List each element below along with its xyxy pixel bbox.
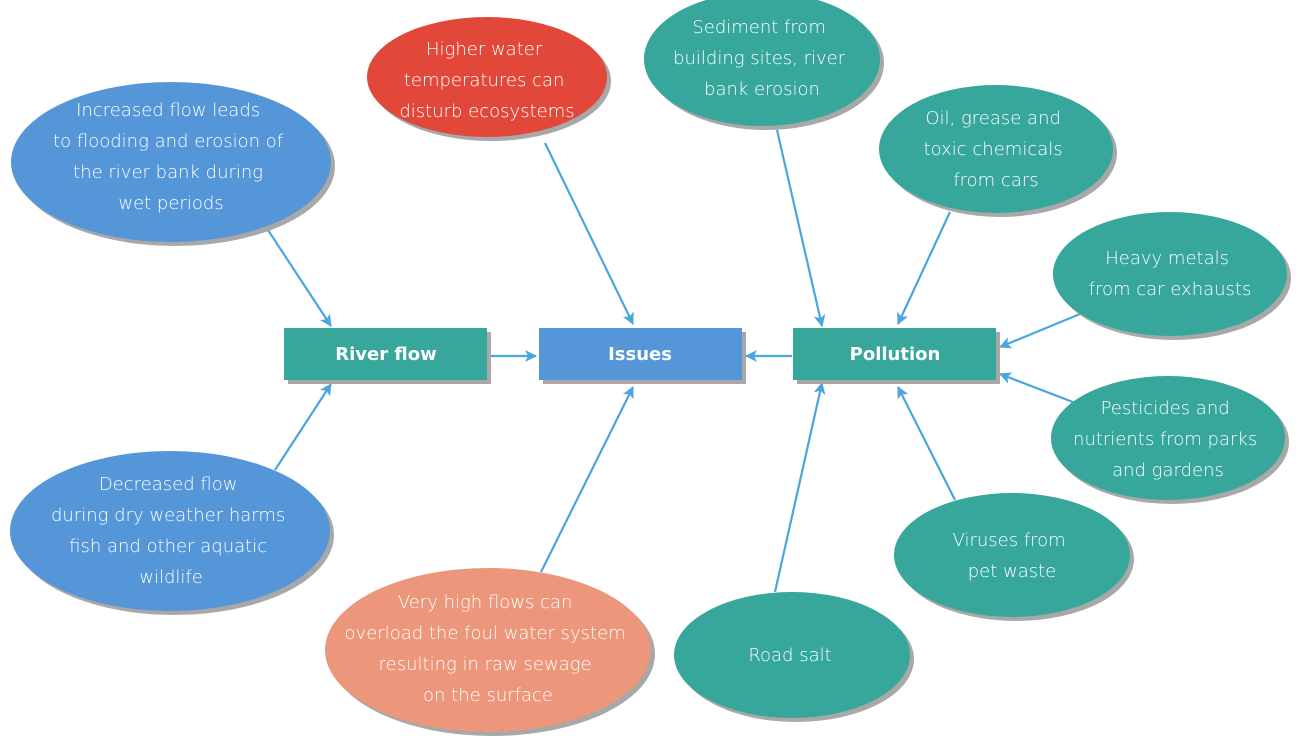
bubble-heavy-metals: Heavy metals from car exhausts (1053, 212, 1291, 340)
bubble-viruses-text: Viruses from pet waste (953, 530, 1072, 582)
bubble-high-flows-sewage-line-2: overload the foul water system (345, 623, 626, 644)
bubble-heavy-metals-text: Heavy metals from car exhausts (1089, 248, 1252, 300)
bubble-sediment-line-1: Sediment from (692, 17, 826, 38)
arrow-road-salt-to-pollution (773, 382, 826, 593)
bubble-viruses-shape (894, 493, 1130, 617)
bubble-heavy-metals-shape (1053, 212, 1287, 336)
bubble-road-salt: Road salt (674, 592, 914, 722)
arrow-increased-flow-to-river-flow (267, 229, 332, 327)
bubble-decreased-flow-line-1: Decreased flow (99, 474, 238, 495)
bubble-high-flows-sewage-line-4: on the surface (423, 685, 553, 706)
bubble-sediment-line-3: bank erosion (704, 79, 820, 100)
arrow-heavy-metals-to-pollution (999, 312, 1081, 349)
bubble-decreased-flow: Decreased flow during dry weather harms … (10, 451, 334, 615)
bubble-road-salt-line-1: Road salt (748, 645, 831, 666)
bubble-higher-temp-text: Higher water temperatures can disturb ec… (399, 39, 574, 122)
box-pollution-label: Pollution (850, 344, 941, 365)
bubble-higher-temp-line-3: disturb ecosystems (399, 101, 574, 122)
box-pollution: Pollution (793, 328, 1000, 384)
bubble-road-salt-shape (674, 592, 910, 718)
bubble-higher-temp-line-1: Higher water (426, 39, 543, 60)
bubble-heavy-metals-line-2: from car exhausts (1089, 279, 1252, 300)
bubble-higher-temp-line-2: temperatures can (404, 70, 565, 91)
box-issues-rect (539, 328, 742, 380)
bubble-decreased-flow-line-4: wildlife (139, 567, 203, 588)
bubble-oil-grease-shape (879, 85, 1113, 213)
arrow-higher-temp-to-issues (544, 142, 634, 325)
bubble-sediment: Sediment from building sites, river bank… (644, 0, 884, 130)
bubble-pesticides-line-3: and gardens (1112, 460, 1224, 481)
bubble-high-flows-sewage-shape (325, 568, 651, 732)
bubble-viruses-line-1: Viruses from (953, 530, 1066, 551)
box-river-flow-label: River flow (335, 344, 436, 365)
bubble-sediment-shape (644, 0, 880, 126)
bubble-viruses: Viruses from pet waste (894, 493, 1134, 621)
box-pollution-rect (793, 328, 996, 380)
bubble-higher-temp-shape (367, 17, 607, 137)
bubble-decreased-flow-line-3: fish and other aquatic (69, 536, 267, 557)
bubble-pesticides-line-2: nutrients from parks (1073, 429, 1257, 450)
bubble-sediment-line-2: building sites, river (673, 48, 846, 69)
arrow-sewage-to-issues (540, 386, 634, 573)
box-issues-label: Issues (608, 344, 672, 365)
box-river-flow-rect (284, 328, 487, 380)
arrow-viruses-to-pollution (897, 386, 956, 501)
bubble-oil-grease-line-2: toxic chemicals (924, 139, 1063, 160)
bubble-oil-grease-line-1: Oil, grease and (925, 108, 1061, 129)
bubble-increased-flow-line-2: to flooding and erosion of (53, 131, 284, 152)
box-river-flow: River flow (284, 328, 491, 384)
bubble-pesticides-shape (1051, 376, 1285, 500)
bubble-pesticides-line-1: Pesticides and (1101, 398, 1230, 419)
bubble-oil-grease-line-3: from cars (953, 170, 1038, 191)
bubble-increased-flow-line-3: the river bank during (73, 162, 263, 183)
bubble-increased-flow: Increased flow leads to flooding and ero… (11, 82, 335, 246)
arrows (267, 129, 1081, 593)
bubble-pesticides-text: Pesticides and nutrients from parks and … (1073, 398, 1263, 481)
bubble-high-flows-sewage-line-3: resulting in raw sewage (379, 654, 592, 675)
bubble-decreased-flow-text: Decreased flow during dry weather harms … (51, 474, 291, 588)
bubble-decreased-flow-line-2: during dry weather harms (51, 505, 285, 526)
bubble-increased-flow-shape (11, 82, 331, 242)
bubble-high-flows-sewage: Very high flows can overload the foul wa… (325, 568, 655, 736)
arrow-pesticides-to-pollution (999, 372, 1079, 406)
bubble-oil-grease-text: Oil, grease and toxic chemicals from car… (924, 108, 1069, 191)
bubble-higher-temp: Higher water temperatures can disturb ec… (367, 17, 611, 141)
bubble-road-salt-text: Road salt (748, 645, 831, 666)
arrow-oil-to-pollution (897, 211, 951, 325)
bubble-viruses-line-2: pet waste (968, 561, 1057, 582)
arrow-decreased-flow-to-river-flow (274, 383, 332, 471)
bubble-high-flows-sewage-line-1: Very high flows can (398, 592, 573, 613)
bubble-high-flows-sewage-text: Very high flows can overload the foul wa… (345, 592, 632, 706)
bubble-increased-flow-text: Increased flow leads to flooding and ero… (53, 100, 289, 214)
arrow-sediment-to-pollution (775, 129, 826, 327)
box-issues: Issues (539, 328, 746, 384)
bubble-decreased-flow-shape (10, 451, 330, 611)
bubble-heavy-metals-line-1: Heavy metals (1105, 248, 1229, 269)
bubble-pesticides: Pesticides and nutrients from parks and … (1051, 376, 1289, 504)
bubble-oil-grease: Oil, grease and toxic chemicals from car… (879, 85, 1117, 217)
bubble-increased-flow-line-4: wet periods (118, 193, 223, 214)
bubble-increased-flow-line-1: Increased flow leads (76, 100, 260, 121)
bubble-sediment-text: Sediment from building sites, river bank… (673, 17, 851, 100)
